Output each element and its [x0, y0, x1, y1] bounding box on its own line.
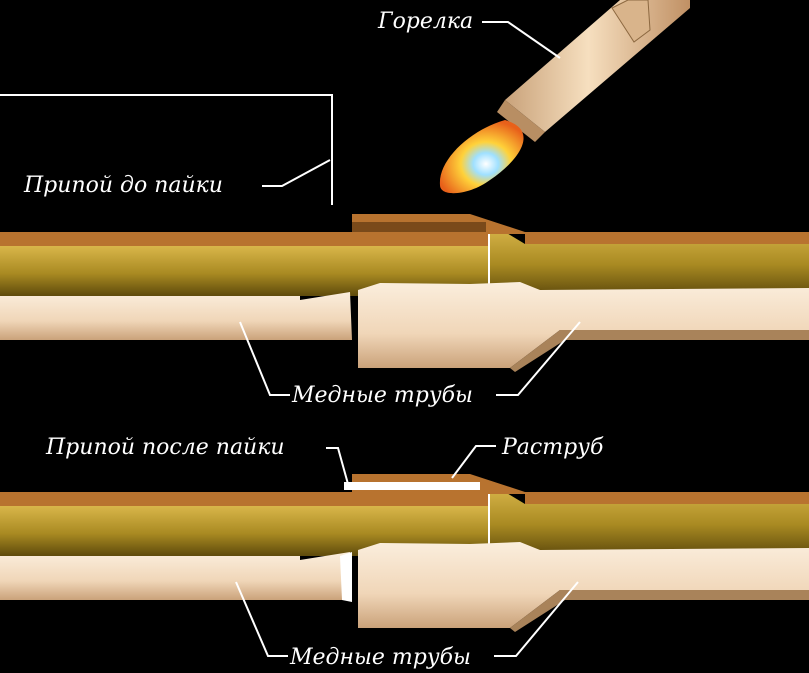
right-tube-interior	[358, 282, 809, 368]
torch-ring	[611, 0, 651, 43]
label-socket: Раструб	[501, 435, 604, 460]
socket-leader	[451, 445, 496, 479]
pipes-bottom-leader-left	[235, 581, 288, 657]
solder-gap-fill-b	[340, 552, 352, 602]
right-pipe-top-rim-b	[525, 492, 809, 504]
solder-strip-top-dark	[352, 222, 486, 232]
torch	[439, 0, 690, 194]
label-solder-after: Припой после пайки	[45, 435, 285, 460]
socket-flare	[488, 226, 809, 296]
pipes-top-leader-right	[496, 321, 581, 396]
left-tube-interior-b	[0, 552, 350, 600]
pipes-top-leader-left	[239, 321, 290, 396]
solder-before-leader	[262, 159, 331, 187]
label-torch: Горелка	[377, 9, 473, 34]
solder-wire-before	[0, 94, 333, 205]
right-pipe-top-rim	[525, 232, 809, 244]
top-assembly	[0, 214, 809, 372]
right-tube-shadow-b	[510, 590, 809, 632]
torch-nozzle	[497, 100, 545, 142]
label-solder-before: Припой до пайки	[23, 173, 223, 198]
torch-body	[505, 0, 690, 132]
socket-flare-b	[488, 486, 809, 556]
left-pipe-top-rim-b	[0, 492, 489, 506]
label-copper-pipes-top: Медные трубы	[291, 383, 473, 408]
torch-leader	[482, 21, 561, 59]
right-tube-shadow	[510, 330, 809, 372]
left-tube-interior	[0, 292, 352, 340]
left-pipe-top-rim	[0, 232, 489, 246]
label-copper-pipes-bottom: Медные трубы	[289, 645, 471, 670]
solder-after-fill	[344, 482, 480, 490]
right-tube-interior-b	[358, 542, 809, 628]
flame	[439, 120, 524, 194]
bottom-assembly	[0, 474, 809, 632]
solder-after-leader	[326, 447, 349, 485]
pipes-bottom-leader-right	[494, 581, 579, 657]
